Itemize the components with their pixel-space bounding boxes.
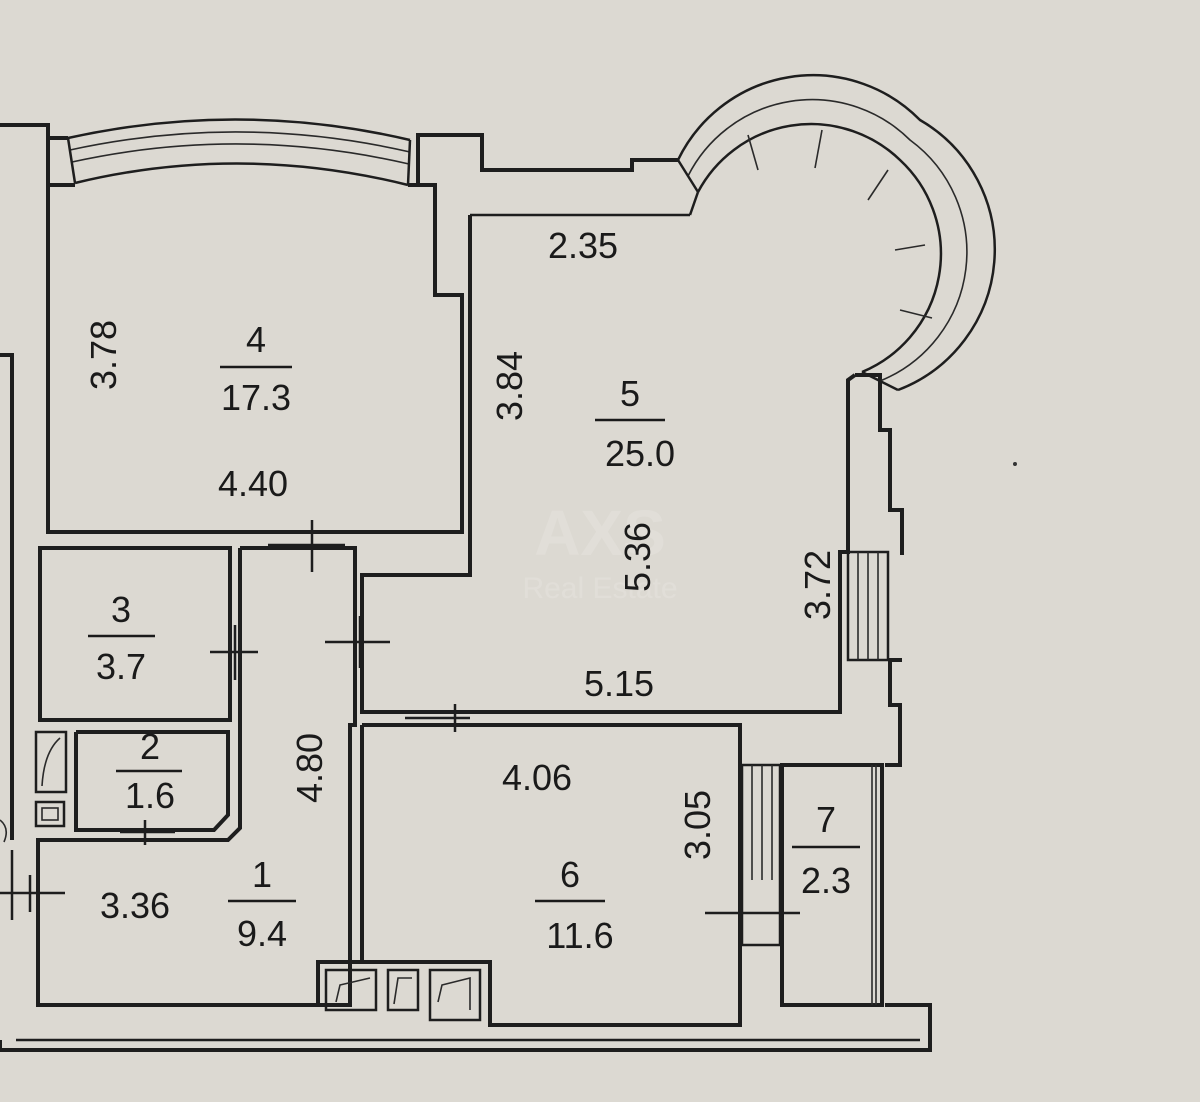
room-3-walls	[38, 546, 232, 722]
room-4-number: 4	[246, 319, 266, 360]
dim-room5-top: 2.35	[548, 225, 618, 266]
dim-room4-width: 4.40	[218, 463, 288, 504]
room-6-area: 11.6	[546, 915, 613, 956]
room-5-walls	[360, 215, 890, 714]
room-7-number: 7	[816, 799, 836, 840]
dim-room5-bottom: 5.15	[584, 663, 654, 704]
room-6-walls	[316, 723, 782, 1027]
dim-room4-height: 3.78	[83, 320, 124, 390]
room-3-number: 3	[111, 589, 131, 630]
room-2-walls	[34, 730, 230, 832]
room-5-area: 25.0	[605, 433, 675, 474]
room-6-number: 6	[560, 854, 580, 895]
dim-room5-center: 5.36	[617, 522, 658, 592]
room-2-area: 1.6	[125, 775, 175, 816]
room-5-number: 5	[620, 373, 640, 414]
room-1-area: 9.4	[237, 913, 287, 954]
dim-room1-width: 3.36	[100, 885, 170, 926]
room-4-area: 17.3	[221, 377, 291, 418]
speck-mark	[1013, 462, 1017, 466]
dim-room6-height: 3.05	[677, 790, 718, 860]
window-arch-room4	[66, 118, 412, 187]
room-7-walls	[780, 763, 884, 1007]
dim-room5-right: 3.72	[797, 550, 838, 620]
dim-room5-left: 3.84	[489, 351, 530, 421]
bay-window-room5	[470, 73, 996, 392]
room-labels: 4 17.3 5 25.0 3 3.7 2 1.6 1 9.4 6 11.6 7…	[88, 319, 860, 956]
room-4-walls	[46, 138, 464, 534]
dim-room6-width: 4.06	[502, 757, 572, 798]
dim-corridor: 4.80	[289, 733, 330, 803]
door-markers	[0, 520, 800, 915]
dimension-labels: 3.78 4.40 2.35 3.84 5.36 3.72 5.15 4.80 …	[83, 225, 838, 926]
room-7-area: 2.3	[801, 860, 851, 901]
room-1-walls	[36, 546, 357, 1007]
outer-walls	[0, 123, 932, 1052]
watermark-subtitle: Real Estate	[522, 572, 677, 605]
watermark-brand: AXS	[534, 497, 666, 569]
room-2-number: 2	[140, 726, 160, 767]
room-3-area: 3.7	[96, 646, 146, 687]
room-1-number: 1	[252, 854, 272, 895]
